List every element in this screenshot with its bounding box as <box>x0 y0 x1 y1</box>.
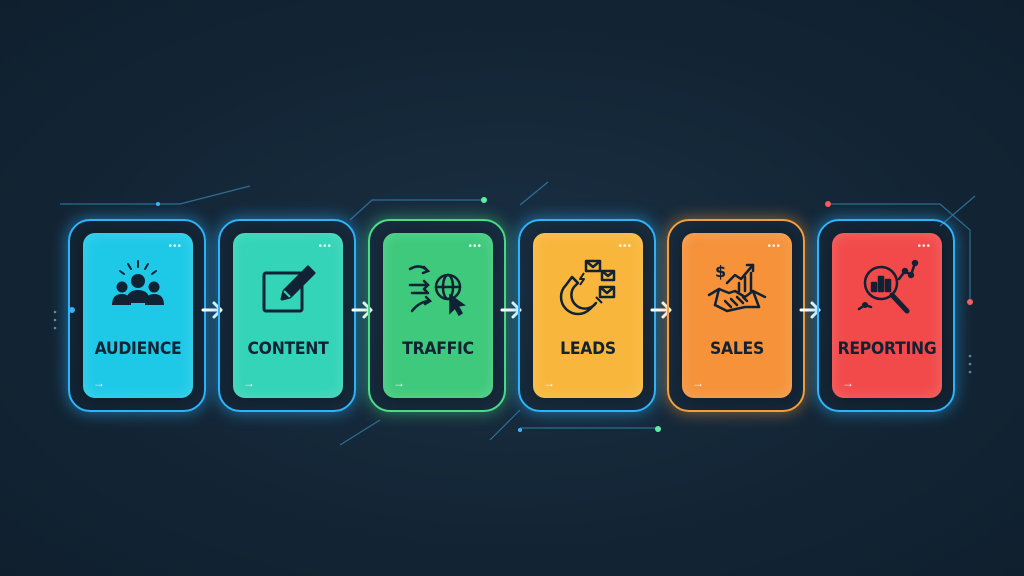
card-menu-icon[interactable]: ••• <box>168 241 182 252</box>
sales-handshake-icon: $ <box>707 262 767 313</box>
stage-card-reporting[interactable]: ••• REPORTING → <box>832 233 942 398</box>
stage-card-audience[interactable]: ••• AUDIENCE → <box>83 233 193 398</box>
card-menu-icon[interactable]: ••• <box>468 241 482 252</box>
card-arrow-icon[interactable]: → <box>692 376 704 390</box>
stage-card-traffic[interactable]: ••• TRAFFIC → <box>383 233 493 398</box>
card-arrow-icon[interactable]: → <box>842 376 854 390</box>
stage-frame-audience <box>68 219 206 412</box>
stage-label: SALES <box>710 339 764 359</box>
stage-frame-leads <box>518 219 656 412</box>
reporting-analytics-icon <box>857 259 919 314</box>
svg-text:$: $ <box>715 262 726 281</box>
stage-frame-reporting <box>817 219 955 412</box>
stage-frame-sales <box>667 219 805 412</box>
stage-label: REPORTING <box>837 339 937 359</box>
card-arrow-icon[interactable]: → <box>93 376 105 390</box>
stage-label: TRAFFIC <box>402 339 474 359</box>
stage-card-sales[interactable]: ••• $ SALES → <box>682 233 792 398</box>
card-menu-icon[interactable]: ••• <box>618 241 632 252</box>
right-arrow-icon <box>799 301 821 319</box>
stage-frame-content <box>218 219 356 412</box>
content-edit-icon <box>262 265 316 313</box>
traffic-globe-icon <box>408 265 466 317</box>
stage-label: AUDIENCE <box>94 339 182 359</box>
card-menu-icon[interactable]: ••• <box>767 241 781 252</box>
stage-label: CONTENT <box>247 339 329 359</box>
card-arrow-icon[interactable]: → <box>243 376 255 390</box>
audience-group-icon <box>112 260 164 305</box>
leads-magnet-icon <box>559 259 616 316</box>
card-menu-icon[interactable]: ••• <box>917 241 931 252</box>
stage-frame-traffic <box>368 219 506 412</box>
card-arrow-icon[interactable]: → <box>393 376 405 390</box>
stage-card-leads[interactable]: ••• LEADS → <box>533 233 643 398</box>
stage-card-content[interactable]: ••• CONTENT → <box>233 233 343 398</box>
right-arrow-icon <box>500 301 522 319</box>
stage-label: LEADS <box>560 339 616 359</box>
card-menu-icon[interactable]: ••• <box>318 241 332 252</box>
card-arrow-icon[interactable]: → <box>543 376 555 390</box>
